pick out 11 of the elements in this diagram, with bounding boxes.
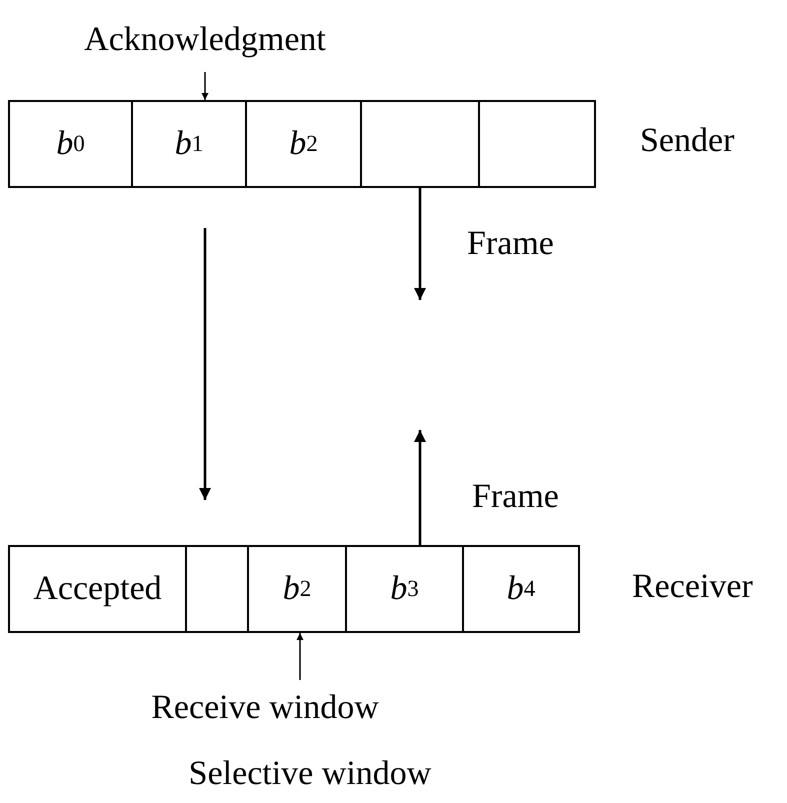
arrow bbox=[296, 633, 304, 680]
node-label: Receive window bbox=[115, 680, 415, 736]
side-label: Receiver bbox=[632, 568, 753, 606]
arrow bbox=[414, 430, 426, 545]
side-label: Sender bbox=[640, 122, 734, 160]
empty-cell bbox=[185, 545, 249, 633]
caption: Selective window bbox=[188, 755, 432, 793]
array-cell: Accepted bbox=[8, 545, 187, 633]
node-label: Acknowledgment bbox=[50, 8, 360, 72]
arrow bbox=[414, 188, 426, 300]
arrow bbox=[202, 72, 208, 100]
